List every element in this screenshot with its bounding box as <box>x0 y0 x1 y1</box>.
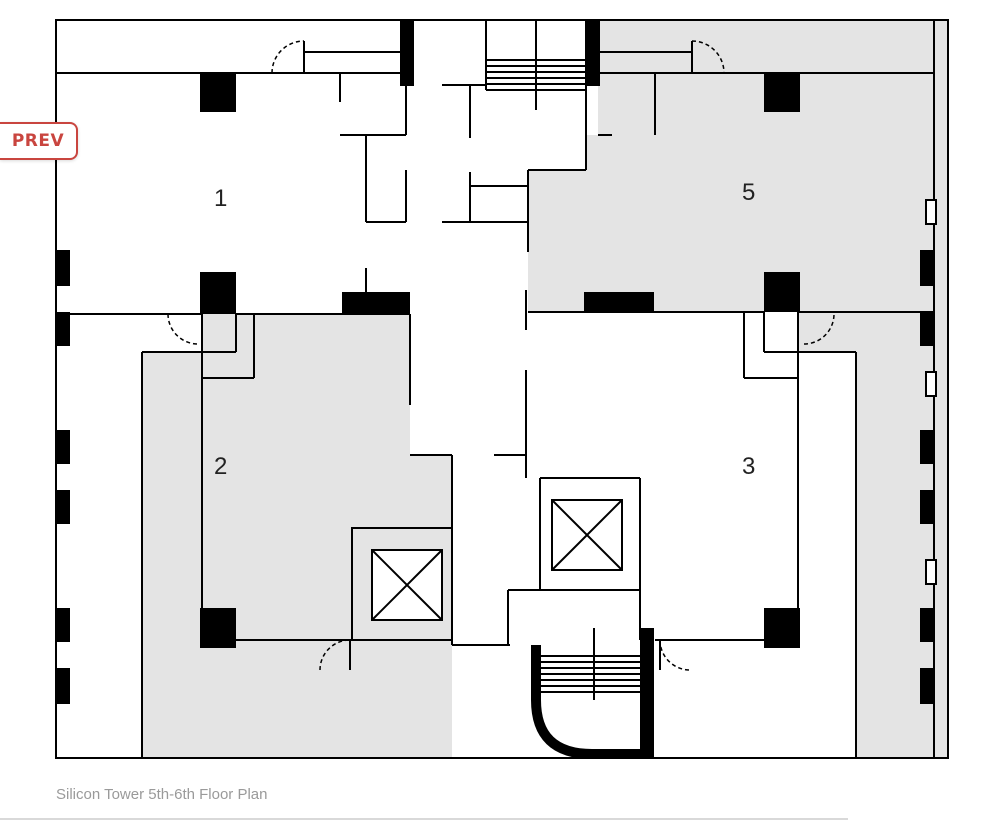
room-label-2: 2 <box>214 453 227 480</box>
south-stair-icon <box>531 628 646 759</box>
east-wall-notches <box>925 199 937 585</box>
prev-button[interactable]: PREV <box>0 122 78 160</box>
shaded-area-5 <box>528 20 948 312</box>
bottom-divider <box>0 818 848 820</box>
shaded-area-east <box>798 312 948 758</box>
outer-wall <box>55 19 949 759</box>
room-label-5: 5 <box>742 179 755 206</box>
door-leaves <box>303 41 693 670</box>
elevator-icon <box>551 499 623 571</box>
shaded-area-2 <box>142 314 452 758</box>
stair-icon <box>485 20 586 91</box>
plan-caption: Silicon Tower 5th-6th Floor Plan <box>56 786 268 803</box>
columns <box>56 20 934 758</box>
room-label-1: 1 <box>214 185 227 212</box>
shaded-areas <box>142 20 948 758</box>
elevator-icon <box>371 549 443 621</box>
door-swing-icon <box>167 40 835 671</box>
room-label-3: 3 <box>742 453 755 480</box>
